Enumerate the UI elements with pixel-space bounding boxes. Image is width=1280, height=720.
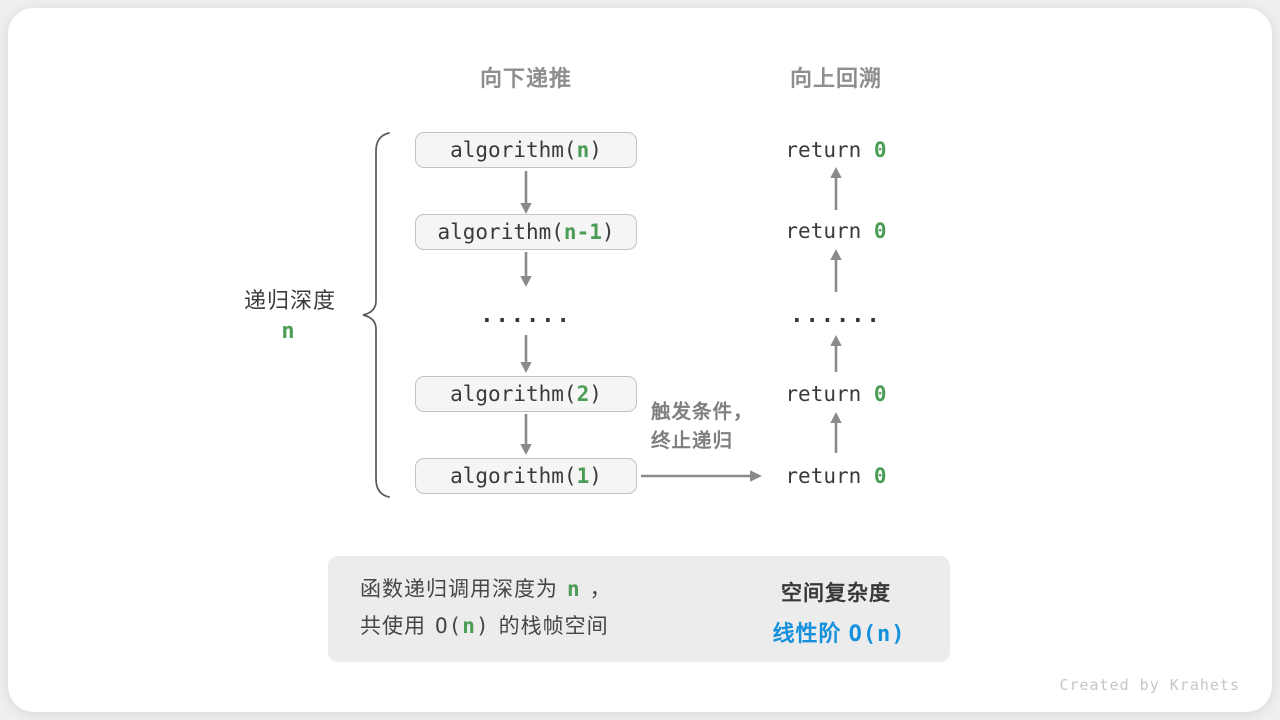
call-arg: 2 xyxy=(576,382,590,406)
complexity-big-o: O(n) xyxy=(848,622,906,647)
call-frame-n: algorithm(n) xyxy=(415,132,637,168)
space-complexity-title: 空间复杂度 xyxy=(781,582,891,605)
summary-panel xyxy=(328,556,950,662)
return-keyword: return xyxy=(785,382,874,406)
call-close: ) xyxy=(589,464,602,488)
call-fn-text: algorithm( xyxy=(450,382,577,406)
big-o-inline: O(n) xyxy=(435,614,490,638)
return-statement-3: return 0 xyxy=(736,382,936,406)
recursion-depth-value: n xyxy=(281,319,295,344)
return-keyword: return xyxy=(785,219,874,243)
column-header-upward-backtracking: 向上回溯 xyxy=(789,66,883,91)
return-value: 0 xyxy=(873,382,887,406)
return-value: 0 xyxy=(873,464,887,488)
call-fn-text: algorithm( xyxy=(450,138,577,162)
base-case-annotation-line1: 触发条件， xyxy=(651,401,754,423)
call-frame-2: algorithm(2) xyxy=(415,376,637,412)
call-close: ) xyxy=(589,138,602,162)
base-case-annotation-line2: 终止递归 xyxy=(651,430,734,452)
depth-n-inline: n xyxy=(567,577,581,601)
call-frame-n-1: algorithm(n-1) xyxy=(415,214,637,250)
call-arg: 1 xyxy=(576,464,590,488)
call-close: ) xyxy=(601,220,615,244)
space-complexity-result: 线性阶 O(n) xyxy=(772,616,905,648)
call-arg: n xyxy=(576,138,590,162)
credit-watermark: Created by Krahets xyxy=(1059,676,1240,694)
ellipsis-right: ...... xyxy=(790,303,882,328)
ellipsis-left: ...... xyxy=(480,303,572,328)
call-fn-text: algorithm( xyxy=(450,464,577,488)
return-keyword: return xyxy=(785,464,874,488)
recursion-depth-label: 递归深度 xyxy=(243,288,337,313)
return-value: 0 xyxy=(873,219,887,243)
base-case-annotation: 触发条件， 终止递归 xyxy=(651,398,754,456)
return-statement-4: return 0 xyxy=(736,464,936,488)
column-header-downward-recursion: 向下递推 xyxy=(479,66,573,91)
complexity-order-label: 线性阶 xyxy=(772,621,849,646)
call-frame-1: algorithm(1) xyxy=(415,458,637,494)
call-close: ) xyxy=(589,382,602,406)
return-statement-2: return 0 xyxy=(736,219,936,243)
call-fn-text: algorithm( xyxy=(437,220,564,244)
return-value: 0 xyxy=(873,138,887,162)
return-statement-1: return 0 xyxy=(736,138,936,162)
return-keyword: return xyxy=(785,138,874,162)
call-arg: n-1 xyxy=(563,220,602,244)
